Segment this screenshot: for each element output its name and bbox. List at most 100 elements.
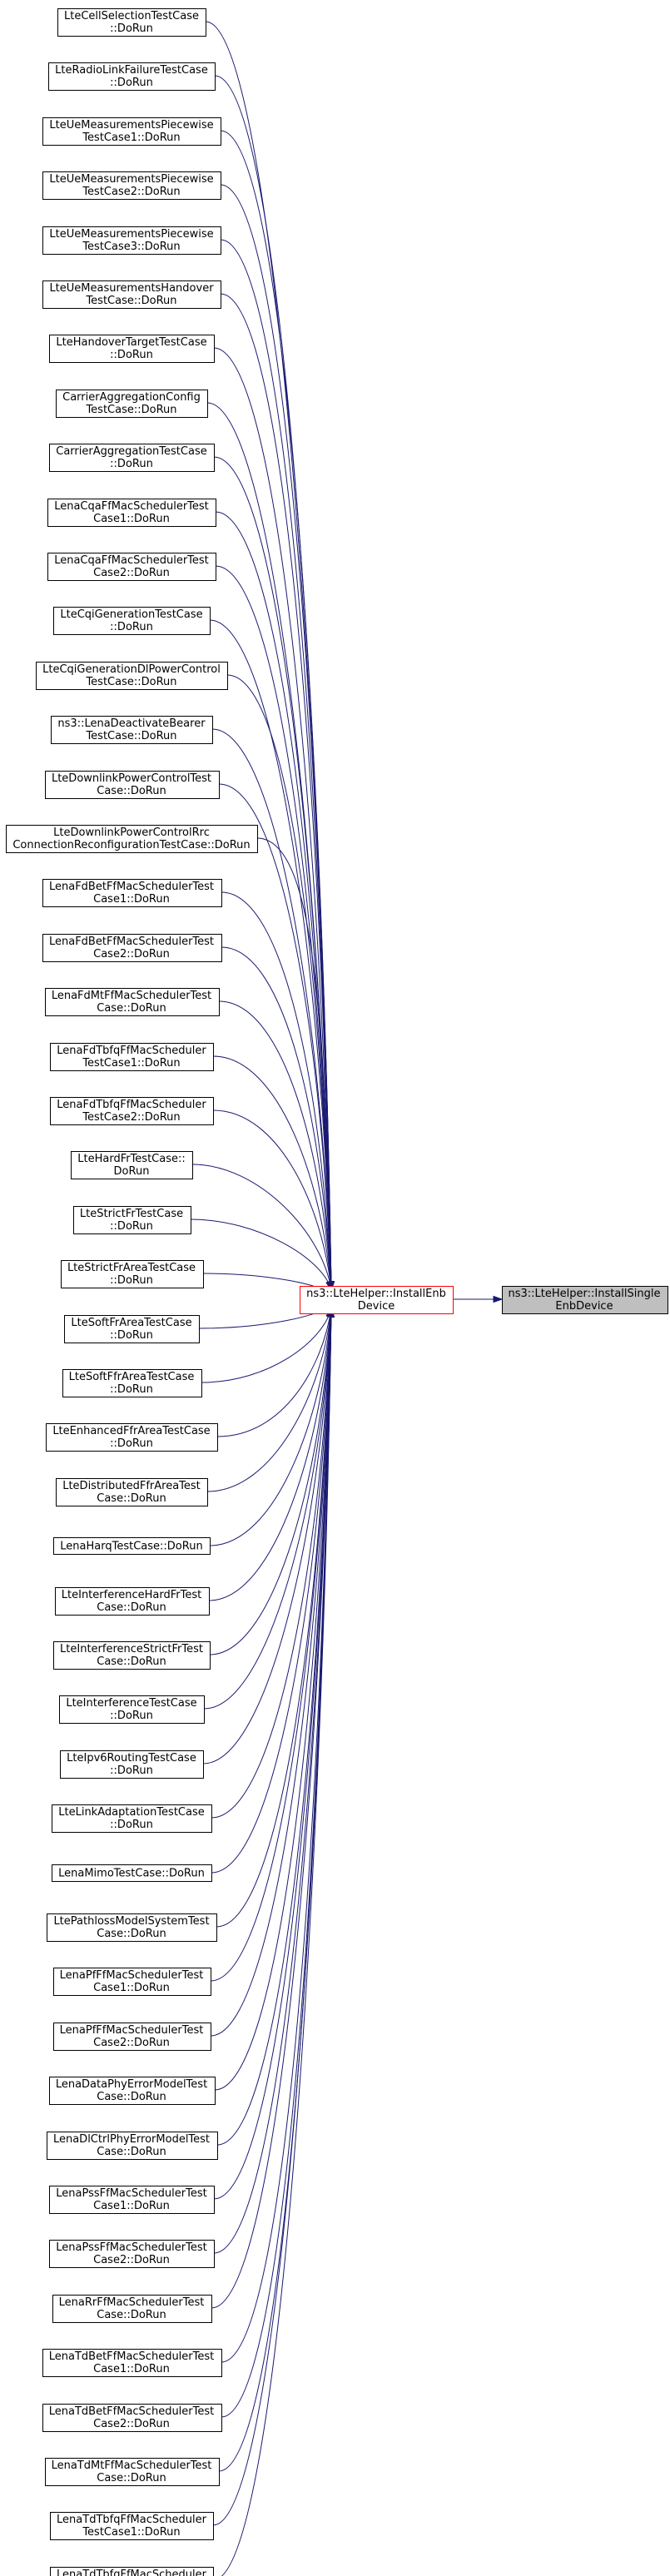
caller-node[interactable]: LteSoftFfrAreaTestCase::DoRun <box>62 1369 202 1397</box>
edge-line <box>220 293 332 1291</box>
node-box <box>42 117 221 146</box>
node-label-line: ::DoRun <box>110 1710 153 1722</box>
edge-line <box>211 1308 332 1819</box>
caller-node[interactable]: LenaTdTbfqFfMacSchedulerTestCase2::DoRun <box>50 2567 214 2576</box>
node-label-line: Case2::DoRun <box>93 2418 170 2430</box>
node-label-line: LenaHarqTestCase::DoRun <box>60 1541 202 1553</box>
node-box <box>49 2077 216 2105</box>
caller-node[interactable]: LteRadioLinkFailureTestCase::DoRun <box>48 62 216 91</box>
edge-line <box>202 1308 332 1764</box>
edge-line <box>256 837 332 1291</box>
node-box <box>53 1641 211 1670</box>
node-label-line: EnbDevice <box>555 1300 613 1313</box>
edge-line <box>215 511 332 1291</box>
node-box <box>6 825 258 853</box>
caller-node[interactable]: LenaMimoTestCase::DoRun <box>52 1864 212 1882</box>
node-box <box>49 2186 215 2214</box>
caller-node[interactable]: LteHardFrTestCase::DoRun <box>71 1151 193 1179</box>
edge-line <box>213 347 332 1291</box>
caller-node[interactable]: LteUeMeasurementsPiecewiseTestCase3::DoR… <box>42 226 221 255</box>
caller-node[interactable]: LteUeMeasurementsPiecewiseTestCase1::DoR… <box>42 117 221 146</box>
node-box <box>42 280 221 309</box>
caller-node[interactable]: LteHandoverTargetTestCase::DoRun <box>49 335 215 363</box>
edge-line <box>220 130 332 1291</box>
node-label-line: LenaMimoTestCase::DoRun <box>58 1868 205 1880</box>
caller-node[interactable]: LteDownlinkPowerControlRrcConnectionReco… <box>6 825 258 853</box>
node-label-line: ::DoRun <box>110 22 153 35</box>
edge-caller-to-center <box>215 565 335 1292</box>
caller-node[interactable]: LteLinkAdaptationTestCase::DoRun <box>52 1804 212 1833</box>
caller-node[interactable]: LteStrictFrTestCase::DoRun <box>73 1206 191 1234</box>
caller-node[interactable]: LteIpv6RoutingTestCase::DoRun <box>60 1750 204 1779</box>
caller-node[interactable]: LteCqiGenerationDlPowerControlTestCase::… <box>36 662 228 690</box>
edge-line <box>220 184 332 1291</box>
node-box <box>42 2404 222 2432</box>
node-label-line: TestCase::DoRun <box>85 295 176 307</box>
node-label-line: ::DoRun <box>110 1764 153 1777</box>
edge-line <box>211 1308 332 2309</box>
caller-node[interactable]: CarrierAggregationTestCase::DoRun <box>49 444 215 472</box>
edge-caller-to-center <box>201 1307 333 1383</box>
edge-line <box>203 1308 332 1710</box>
node-label-line: ns3::LteHelper::InstallEnb <box>306 1288 446 1300</box>
node-box <box>47 2132 218 2160</box>
node-label-line: Case1::DoRun <box>93 2200 170 2212</box>
node-box <box>53 1537 211 1555</box>
edge-caller-to-center <box>209 1307 335 1546</box>
node-box <box>42 226 221 255</box>
caller-node[interactable]: LteInterferenceTestCase::DoRun <box>59 1695 205 1724</box>
node-box <box>52 1804 212 1833</box>
edge-line <box>221 891 332 1291</box>
node-label-line: LenaCqaFfMacSchedulerTest <box>54 554 209 567</box>
node-label-line: ConnectionReconfigurationTestCase::DoRun <box>12 839 250 851</box>
node-label-line: LenaFdMtFfMacSchedulerTest <box>52 990 211 1002</box>
caller-node[interactable]: LteUeMeasurementsPiecewiseTestCase2::DoR… <box>42 171 221 200</box>
edge-caller-to-center <box>208 1307 335 1601</box>
caller-node[interactable]: LteSoftFrAreaTestCase::DoRun <box>64 1315 200 1343</box>
node-label-line: ::DoRun <box>110 1329 153 1342</box>
node-label-line: Case::DoRun <box>97 2309 166 2321</box>
caller-node[interactable]: LteStrictFrAreaTestCase::DoRun <box>61 1260 204 1288</box>
node-label-line: TestCase2::DoRun <box>82 186 180 198</box>
caller-node[interactable]: LteEnhancedFfrAreaTestCase::DoRun <box>46 1423 218 1452</box>
caller-node[interactable]: LteCellSelectionTestCase::DoRun <box>57 8 206 37</box>
node-box <box>62 1369 202 1397</box>
node-label-line: LteCqiGenerationTestCase <box>60 608 202 621</box>
caller-node[interactable]: LenaHarqTestCase::DoRun <box>53 1537 211 1555</box>
edge-line <box>213 1308 332 2254</box>
node-label-line: LteIpv6RoutingTestCase <box>67 1752 196 1764</box>
node-label-line: ::DoRun <box>110 77 153 89</box>
node-box <box>52 2295 212 2323</box>
caller-node[interactable]: LteCqiGenerationTestCase::DoRun <box>53 607 211 635</box>
node-label-line: TestCase::DoRun <box>85 676 176 688</box>
